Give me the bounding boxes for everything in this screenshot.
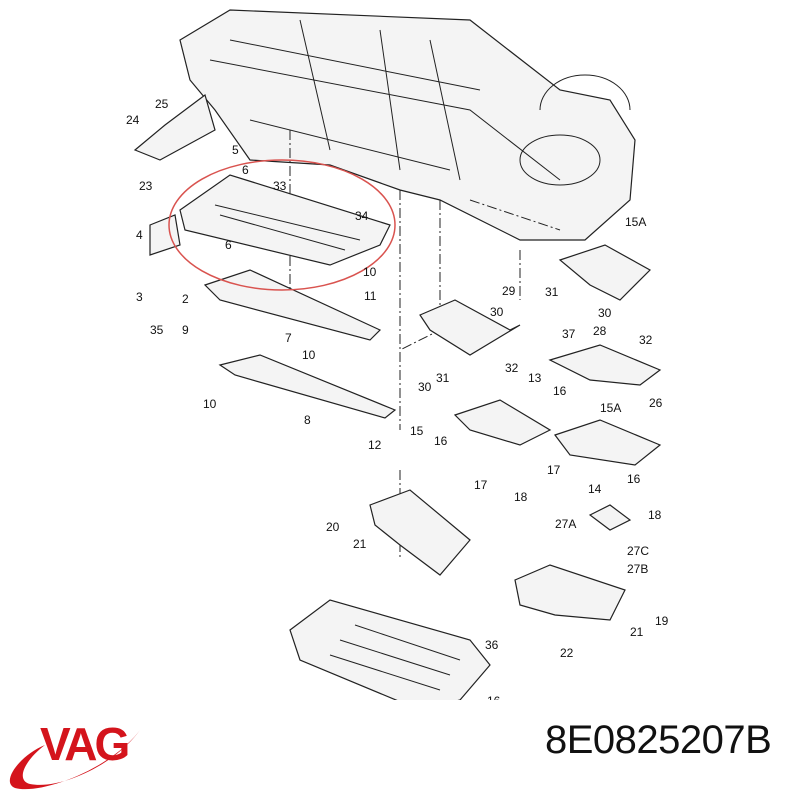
callout: 15A <box>625 215 646 229</box>
callout: 13 <box>528 371 542 385</box>
callout: 22 <box>560 646 574 660</box>
vag-logo: VAG <box>9 718 140 790</box>
callout: 4 <box>136 228 143 242</box>
callout: 18 <box>514 490 528 504</box>
logo-text: VAG <box>40 718 127 770</box>
part-number: 8E0825207B <box>545 718 772 762</box>
callout: 27B <box>627 562 648 576</box>
callout: 16 <box>553 384 567 398</box>
part-14 <box>554 419 662 466</box>
callout: 10 <box>302 348 316 362</box>
callout: 36 <box>485 638 499 652</box>
callout: 20 <box>326 520 340 534</box>
callout: 2 <box>182 292 189 306</box>
callout: 21 <box>630 625 644 639</box>
callout: 27C <box>627 544 649 558</box>
callout: 34 <box>355 209 369 223</box>
callout: 27A <box>555 517 576 531</box>
callout: 3 <box>136 290 143 304</box>
callout: 16 <box>627 472 641 486</box>
callout: 5 <box>232 143 239 157</box>
callout: 24 <box>126 113 140 127</box>
callout: 30 <box>598 306 612 320</box>
part-15 <box>453 399 552 446</box>
callout: 28 <box>593 324 607 338</box>
callout: 7 <box>285 331 292 345</box>
callout: 32 <box>505 361 519 375</box>
callout: 33 <box>273 179 287 193</box>
parts <box>133 93 662 711</box>
part-29 <box>419 299 521 356</box>
callout: 35 <box>150 323 164 337</box>
part-19 <box>514 564 626 621</box>
callout: 29 <box>502 284 516 298</box>
part-20 <box>369 489 471 576</box>
callout: 10 <box>363 265 377 279</box>
callout: 25 <box>155 97 169 111</box>
logo-swoosh <box>9 730 140 790</box>
highlight-circle <box>168 159 396 291</box>
callout: 15A <box>600 401 621 415</box>
part-13 <box>548 344 662 386</box>
callout: 23 <box>139 179 153 193</box>
callout: 30 <box>418 380 432 394</box>
callout: 17 <box>547 463 561 477</box>
callout: 9 <box>182 323 189 337</box>
callout: 16 <box>434 434 448 448</box>
part-wheelhouse-liner <box>133 93 216 161</box>
callout: 37 <box>562 327 576 341</box>
part-7 <box>203 269 382 341</box>
part-36-engine-shield <box>289 599 491 711</box>
callout: 21 <box>353 537 367 551</box>
callout: 30 <box>490 305 504 319</box>
part-5-underbody-panel <box>179 174 391 266</box>
part-28 <box>558 244 651 301</box>
callout: 26 <box>649 396 663 410</box>
callout: 11 <box>364 289 377 303</box>
exploded-parts-diagram: 25 24 23 5 6 33 34 4 6 10 3 2 11 35 9 7 … <box>126 9 669 711</box>
vehicle-body <box>179 9 636 241</box>
callout: 8 <box>304 413 311 427</box>
part-27A <box>588 504 632 531</box>
callout: 31 <box>436 371 450 385</box>
callout: 12 <box>368 438 382 452</box>
callout: 18 <box>648 508 662 522</box>
callout: 14 <box>588 482 602 496</box>
callout: 17 <box>474 478 488 492</box>
callout: 15 <box>410 424 424 438</box>
callout-labels: 25 24 23 5 6 33 34 4 6 10 3 2 11 35 9 7 … <box>126 97 669 708</box>
callout: 32 <box>639 333 653 347</box>
callout: 6 <box>225 238 232 252</box>
part-8 <box>218 354 397 419</box>
callout: 19 <box>655 614 669 628</box>
callout: 10 <box>203 397 217 411</box>
callout: 6 <box>242 163 249 177</box>
callout: 16 <box>487 694 501 700</box>
callout: 31 <box>545 285 559 299</box>
